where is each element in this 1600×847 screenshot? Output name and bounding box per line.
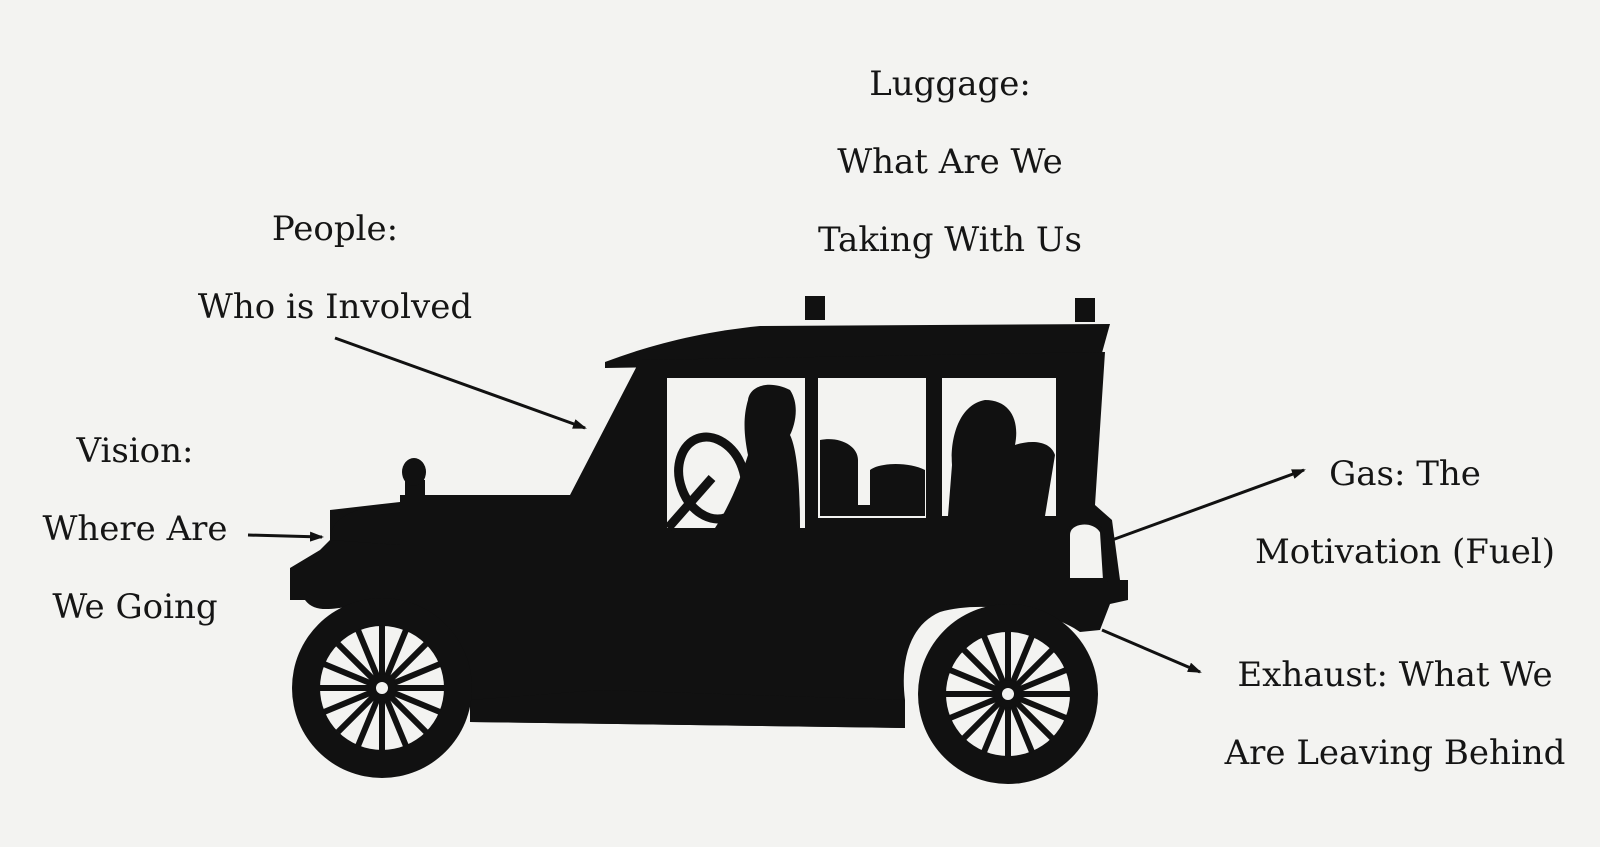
arrow-people: [334, 336, 587, 430]
exhaust-label: Exhaust: What We Are Leaving Behind: [1200, 636, 1590, 792]
vision-label: Vision: Where Are We Going: [20, 412, 250, 646]
running-board: [470, 690, 905, 728]
vision-line2: We Going: [52, 587, 218, 627]
headlamp: [330, 458, 426, 545]
luggage-line1: What Are We: [837, 142, 1063, 182]
arrow-gas: [1111, 468, 1306, 542]
gas-line1: Gas: The: [1329, 454, 1481, 494]
arrow-vision: [247, 531, 324, 542]
gas-label: Gas: The Motivation (Fuel): [1230, 435, 1580, 591]
vision-heading: Vision:: [76, 431, 194, 471]
luggage-heading: Luggage:: [869, 64, 1031, 104]
front-wheel: [292, 598, 472, 778]
exhaust-line1: Exhaust: What We: [1237, 655, 1553, 695]
driver-silhouette: [715, 384, 800, 528]
vision-line1: Where Are: [42, 509, 228, 549]
people-heading: People:: [271, 209, 399, 249]
passenger-silhouette: [948, 400, 1055, 516]
arrow-exhaust: [1101, 628, 1202, 674]
gas-tank: [1066, 520, 1108, 582]
people-label: People: Who is Involved: [180, 190, 490, 346]
rear-seat: [820, 439, 925, 516]
luggage-line2: Taking With Us: [818, 220, 1082, 260]
exhaust-line2: Are Leaving Behind: [1224, 733, 1566, 773]
rear-wheel: [918, 604, 1098, 784]
people-line1: Who is Involved: [197, 287, 473, 327]
luggage-label: Luggage: What Are We Taking With Us: [800, 45, 1100, 279]
gas-line2: Motivation (Fuel): [1254, 532, 1556, 572]
